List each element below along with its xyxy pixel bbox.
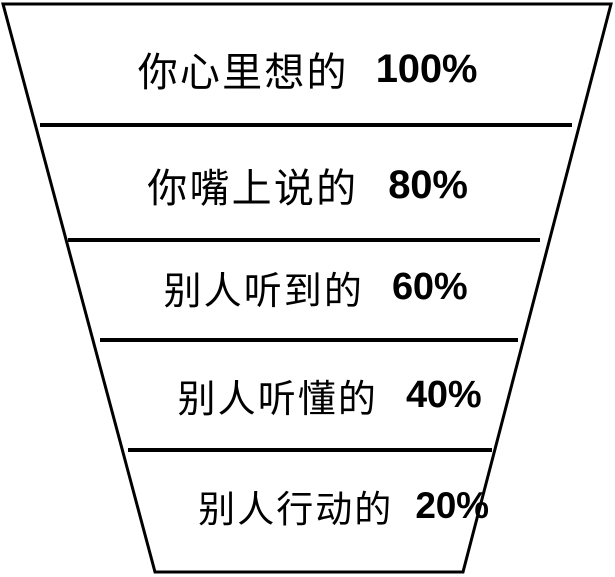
funnel-stage-5: 别人行动的 20% xyxy=(36,476,615,536)
funnel-stage-4: 别人听懂的 40% xyxy=(22,364,615,426)
funnel-stage-4-percent: 40% xyxy=(405,373,482,416)
funnel-stage-2-label: 你嘴上说的 xyxy=(147,166,359,211)
funnel-stage-1: 你心里想的 100% xyxy=(0,36,615,102)
funnel-stage-3-percent: 60% xyxy=(391,265,468,308)
funnel-stage-5-label: 别人行动的 xyxy=(198,490,394,531)
funnel-stage-5-percent: 20% xyxy=(415,485,489,526)
funnel-stage-4-label: 别人听懂的 xyxy=(177,378,378,421)
funnel-stage-2: 你嘴上说的 80% xyxy=(0,152,615,218)
funnel-stage-3: 别人听到的 60% xyxy=(8,256,615,318)
funnel-stage-1-label: 你心里想的 xyxy=(137,50,349,95)
funnel-stage-2-percent: 80% xyxy=(388,162,468,207)
funnel-stage-1-percent: 100% xyxy=(375,46,478,91)
funnel-stage-3-label: 别人听到的 xyxy=(163,270,364,313)
